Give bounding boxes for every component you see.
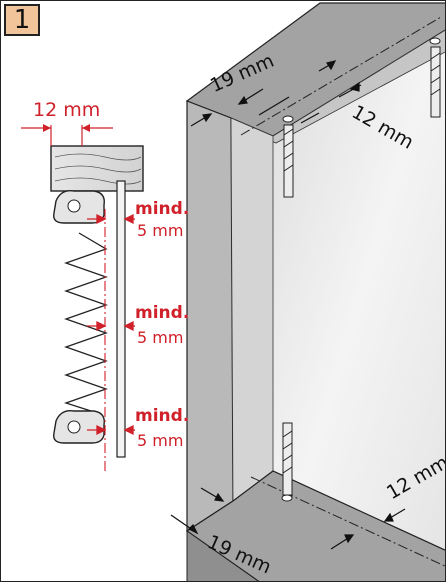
clearance-arrows bbox=[87, 213, 135, 436]
top-centerline bbox=[240, 16, 442, 136]
top-drill-hole-right bbox=[429, 37, 441, 45]
step-number-badge: 1 bbox=[4, 4, 40, 36]
frame-bottom-front bbox=[186, 530, 260, 581]
drill-bit-bottom-icon bbox=[282, 422, 293, 496]
blind-cross-section bbox=[21, 124, 144, 471]
drill-bits bbox=[282, 46, 441, 496]
pleated-fabric bbox=[63, 232, 108, 412]
drill-bit-top-left-icon bbox=[283, 124, 294, 198]
wood-profile bbox=[50, 145, 144, 192]
clearance-value-1: 5 mm bbox=[137, 221, 184, 240]
clearance-value-2: 5 mm bbox=[137, 328, 184, 347]
clearance-value-3: 5 mm bbox=[137, 431, 184, 450]
clearance-qualifier-1: mind. bbox=[135, 199, 190, 219]
window-frame bbox=[185, 2, 445, 581]
frame-bottom-surface bbox=[185, 470, 445, 581]
glass-edge bbox=[116, 180, 126, 458]
frame-left-face bbox=[186, 100, 234, 533]
bottom-drill-hole bbox=[281, 494, 293, 502]
frame-dimensions bbox=[170, 60, 406, 550]
top-drill-hole-left bbox=[282, 115, 294, 123]
clearance-qualifier-2: mind. bbox=[135, 303, 190, 323]
clearance-qualifier-3: mind. bbox=[135, 406, 190, 426]
glass-pane bbox=[273, 7, 445, 581]
frame-left-inner bbox=[230, 117, 274, 502]
glass-gap-label: 12 mm bbox=[33, 99, 101, 121]
drill-bit-top-right-icon bbox=[430, 46, 441, 118]
